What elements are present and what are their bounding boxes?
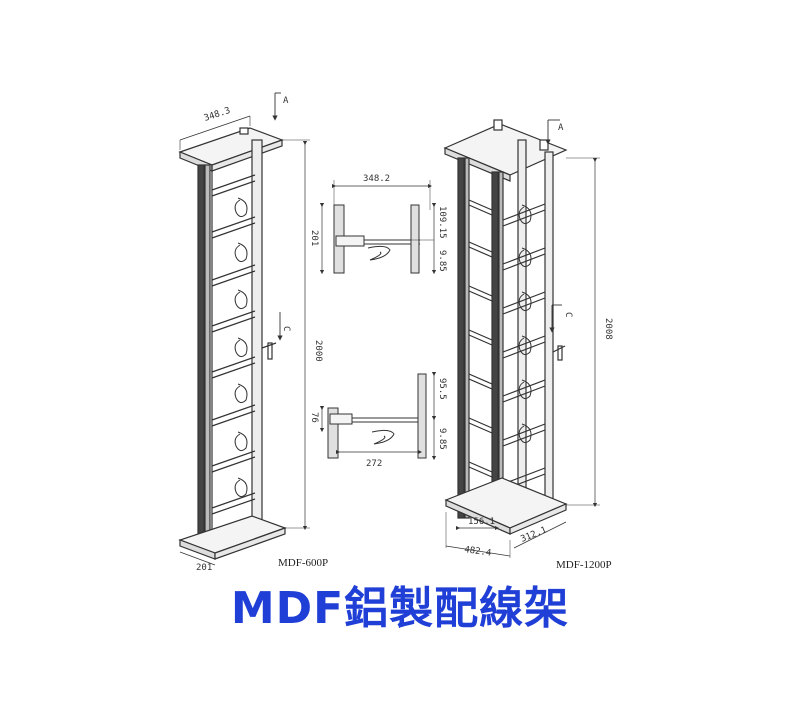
model-label-left: MDF-600P [278, 557, 328, 569]
mdf-frame-drawing: 348.3 2000 201 A C MDF-600P 348.2 201 10… [178, 92, 613, 570]
detail-section-top [319, 180, 437, 275]
model-label-right: MDF-1200P [556, 559, 612, 570]
dim-right-height: 2008 [603, 318, 613, 340]
left-frame-mdf-600p [178, 92, 310, 566]
dim-detail-top-left: 201 [309, 230, 319, 246]
right-front-rungs [468, 199, 493, 478]
marker-right-top: A [558, 123, 564, 133]
dim-detail-bottom-right-lower: 9.85 [437, 428, 447, 450]
dim-detail-bottom-width: 272 [366, 459, 382, 469]
dim-detail-top-right-lower: 9.85 [437, 250, 447, 272]
detail-section-bottom [319, 371, 437, 461]
marker-left-top: A [283, 96, 289, 106]
marker-left-mid: C [281, 326, 291, 331]
dim-left-height: 2000 [313, 340, 323, 362]
dim-detail-top-width: 348.2 [363, 174, 390, 184]
dim-right-base-width: 482.4 [464, 545, 492, 559]
dim-detail-bottom-left: 76 [309, 412, 319, 423]
left-rungs [211, 174, 256, 515]
dim-left-top-width: 348.3 [203, 106, 232, 124]
marker-right-mid: C [563, 312, 573, 317]
dim-detail-top-right-upper: 109.15 [437, 206, 447, 239]
dim-left-base: 201 [196, 563, 212, 570]
right-back-rungs [502, 203, 546, 491]
right-frame-mdf-1200p [443, 119, 600, 558]
right-jumper-rings [518, 204, 532, 444]
dim-detail-bottom-right-upper: 95.5 [437, 378, 447, 400]
left-jumper-rings [234, 197, 248, 498]
dim-right-base-inner: 156.1 [468, 517, 495, 527]
page-title: MDF鋁製配線架 [230, 583, 570, 634]
